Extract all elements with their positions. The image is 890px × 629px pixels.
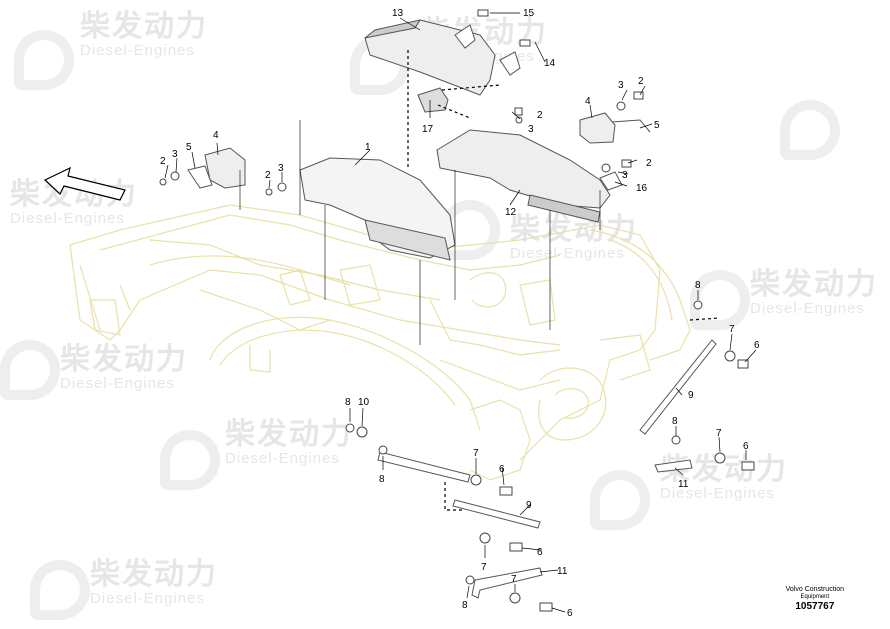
callout-3: 3 — [172, 149, 178, 160]
callout-15: 15 — [523, 8, 535, 19]
machine-frame — [69, 204, 691, 481]
callout-6: 6 — [499, 464, 505, 475]
callout-7: 7 — [473, 448, 479, 459]
callout-7: 7 — [511, 574, 517, 585]
callout-1: 1 — [365, 142, 371, 153]
callout-7: 7 — [481, 562, 487, 573]
callout-4: 4 — [213, 130, 219, 141]
callout-6: 6 — [754, 340, 760, 351]
callout-8: 8 — [345, 397, 351, 408]
support-rods — [377, 339, 717, 599]
callout-7: 7 — [729, 324, 735, 335]
callout-8: 8 — [695, 280, 701, 291]
hardware — [159, 9, 755, 612]
callout-5: 5 — [654, 120, 660, 131]
callout-4: 4 — [585, 96, 591, 107]
callout-2: 2 — [646, 158, 652, 169]
callout-16: 16 — [636, 183, 648, 194]
callout-8: 8 — [672, 416, 678, 427]
direction-arrow — [43, 166, 126, 201]
callout-3: 3 — [618, 80, 624, 91]
callout-2: 2 — [638, 76, 644, 87]
maker-name: Volvo Construction — [785, 586, 844, 593]
callout-17: 17 — [422, 124, 434, 135]
callout-10: 10 — [358, 397, 370, 408]
callout-2: 2 — [537, 110, 543, 121]
callout-9: 9 — [526, 500, 532, 511]
callout-11: 11 — [557, 566, 568, 577]
callout-11: 11 — [678, 479, 689, 490]
shield-parts — [187, 19, 651, 261]
callout-8: 8 — [379, 474, 385, 485]
callout-labels: 13 15 14 3 2 4 5 2 3 17 4 5 2 3 2 3 1 2 … — [160, 8, 760, 619]
callout-7: 7 — [716, 428, 722, 439]
drawing-footer: Volvo Construction Equipment 1057767 — [786, 586, 844, 613]
projection-lines — [239, 120, 601, 345]
callout-6: 6 — [567, 608, 573, 619]
drawing-number: 1057767 — [795, 601, 835, 612]
callout-3: 3 — [528, 124, 534, 135]
callout-6: 6 — [743, 441, 749, 452]
maker-sub: Equipment — [800, 594, 830, 600]
callout-6: 6 — [537, 547, 543, 558]
callout-3: 3 — [622, 170, 628, 181]
callout-12: 12 — [505, 207, 517, 218]
leader-lines — [164, 12, 757, 613]
assembly-lines — [407, 50, 721, 511]
callout-14: 14 — [544, 58, 556, 69]
callout-2: 2 — [265, 170, 271, 181]
callout-8: 8 — [462, 600, 468, 611]
callout-3: 3 — [278, 163, 284, 174]
callout-5: 5 — [186, 142, 192, 153]
callout-9: 9 — [688, 390, 694, 401]
callout-13: 13 — [392, 8, 404, 19]
callout-2: 2 — [160, 156, 166, 167]
